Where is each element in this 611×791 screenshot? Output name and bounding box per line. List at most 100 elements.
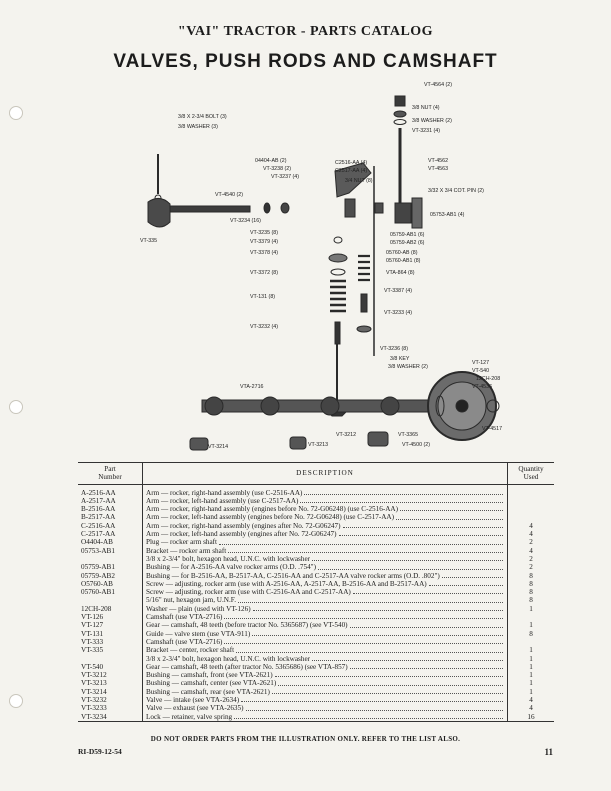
- part-number-cell: VT-127: [81, 621, 104, 630]
- camshaft-lobe-2: [260, 396, 280, 416]
- callout-12ch-208: 12CH-208: [476, 376, 500, 382]
- dot-leader: [352, 588, 503, 595]
- description-cell: Plug — rocker arm shaft: [142, 538, 508, 547]
- rear-bushing: [189, 437, 209, 451]
- description-cell: Screw — adjusting, rocker arm (use with …: [142, 588, 508, 597]
- callout-vt-3379: VT-3379 (4): [250, 239, 278, 245]
- callout-vt-3232: VT-3232 (4): [250, 324, 278, 330]
- quantity-cell: 4: [529, 704, 533, 713]
- gear-hub: [455, 399, 469, 413]
- page-title: VALVES, PUSH RODS AND CAMSHAFT: [113, 51, 498, 72]
- rocker-arm: [334, 162, 372, 198]
- callout-c2516: C2516-AA (4): [335, 160, 367, 166]
- callout-05753: 05753-AB1 (4): [430, 212, 465, 218]
- dot-leader: [271, 688, 503, 695]
- valve-washer: [356, 325, 372, 333]
- description-wrap: Camshaft (use VTA-2716): [146, 613, 504, 621]
- quantity-cell: 1: [529, 662, 533, 671]
- part-number-cell: VT-333: [81, 637, 104, 646]
- parts-table: Part Number DESCRIPTION Quantity Used A-…: [78, 462, 554, 722]
- dot-leader: [349, 663, 503, 670]
- callout-bolt: 3/8 X 2-3/4 BOLT (3): [178, 114, 227, 120]
- valve-guide: [334, 321, 341, 345]
- description-cell: 3/8 x 2-3/4" bolt, hexagon head, U.N.C. …: [142, 654, 508, 663]
- dot-leader: [238, 596, 503, 603]
- description-text: Screw — adjusting, rocker arm (use with …: [146, 579, 427, 588]
- parts-illustration: VT-4564 (2) 3/8 NUT (4) 3/8 WASHER (2) V…: [140, 82, 502, 451]
- quantity-cell: [508, 513, 555, 521]
- quantity-cell: 16: [507, 712, 554, 722]
- dot-leader: [252, 605, 503, 612]
- dot-leader: [219, 538, 503, 545]
- dot-leader: [234, 713, 503, 719]
- description-wrap: Bushing — for A-2516-AA valve rocker arm…: [146, 563, 504, 571]
- part-number-cell: [78, 555, 143, 563]
- description-text: 3/8 x 2-3/4" bolt, hexagon head, U.N.C. …: [146, 554, 311, 563]
- description-text: 5/16" nut, hexagon jam, U.N.F.: [146, 596, 236, 605]
- description-text: Bushing — for A-2516-AA valve rocker arm…: [146, 563, 317, 572]
- description-wrap: Valve — intake (see VTA-2634): [146, 696, 504, 704]
- description-cell: Valve — intake (see VTA-2634): [142, 696, 508, 705]
- description-text: Plug — rocker arm shaft: [146, 538, 218, 547]
- dot-leader: [396, 513, 503, 520]
- description-text: Arm — rocker, left-hand assembly (use C-…: [146, 496, 299, 505]
- center-bracket: [147, 198, 171, 228]
- callout-vt-131: VT-131 (8): [250, 294, 275, 300]
- callout-vt-4500: VT-4500 (2): [402, 442, 430, 448]
- rocker-bracket: [394, 202, 412, 224]
- callout-vt-3236: VT-3236 (8): [380, 346, 408, 352]
- binder-hole-middle: [9, 400, 23, 414]
- quantity-cell: 2: [529, 554, 533, 563]
- valve-lock: [333, 236, 343, 244]
- description-cell: Washer — plain (used with VT-126): [142, 604, 508, 614]
- callout-vt-4536: VT-4536: [472, 384, 492, 390]
- callout-vt-3231: VT-3231 (4): [412, 128, 440, 134]
- valve-spring-2: [358, 254, 370, 282]
- callout-nut-8: 3/4 NUT (8): [345, 178, 373, 184]
- part-number-cell: O4404-AB: [81, 538, 113, 547]
- table-row: 3/8 x 2-3/4" bolt, hexagon head, U.N.C. …: [78, 554, 554, 564]
- washer-part: [393, 119, 407, 125]
- callout-vt-3235: VT-3235 (8): [250, 230, 278, 236]
- quantity-cell: 8: [529, 579, 533, 588]
- description-text: Valve — exhaust (see VTA-2635): [146, 704, 244, 713]
- quantity-cell: 1: [529, 687, 533, 696]
- binder-hole-top: [9, 106, 23, 120]
- col-description: DESCRIPTION: [142, 462, 508, 485]
- dot-leader: [318, 563, 503, 570]
- description-cell: 3/8 x 2-3/4" bolt, hexagon head, U.N.C. …: [142, 554, 508, 564]
- description-wrap: Arm — rocker, left-hand assembly (engine…: [146, 513, 504, 521]
- dot-leader: [245, 704, 503, 711]
- callout-vt-4563: VT-4563: [428, 166, 448, 172]
- description-cell: Bracket — rocker arm shaft: [142, 546, 508, 555]
- dot-leader: [342, 522, 503, 529]
- description-cell: Arm — rocker, right-hand assembly (engin…: [142, 505, 508, 514]
- part-number-cell: VT-131: [81, 629, 104, 638]
- description-wrap: Plug — rocker arm shaft: [146, 538, 504, 546]
- description-wrap: Arm — rocker, left-hand assembly (engine…: [146, 530, 504, 538]
- quantity-cell: [508, 505, 555, 513]
- description-wrap: Washer — plain (used with VT-126): [146, 605, 504, 613]
- front-bushing: [367, 431, 389, 447]
- col-qty-line1: Quantity: [518, 465, 544, 473]
- part-number-cell: [78, 596, 143, 604]
- description-cell: Bushing — camshaft, rear (see VTA-2621): [142, 687, 508, 697]
- callout-vt-3213: VT-3213: [308, 442, 328, 448]
- quantity-cell: 8: [529, 588, 533, 597]
- dot-leader: [224, 613, 503, 620]
- quantity-cell: 1: [529, 679, 533, 688]
- description-text: Bushing — camshaft, center (see VTA-2621…: [146, 679, 277, 688]
- part-number-cell: VT-3234: [78, 712, 143, 722]
- callout-vta-2716: VTA-2716: [240, 384, 264, 390]
- col-part-number: Part Number: [78, 462, 143, 485]
- camshaft-lobe-4: [380, 396, 400, 416]
